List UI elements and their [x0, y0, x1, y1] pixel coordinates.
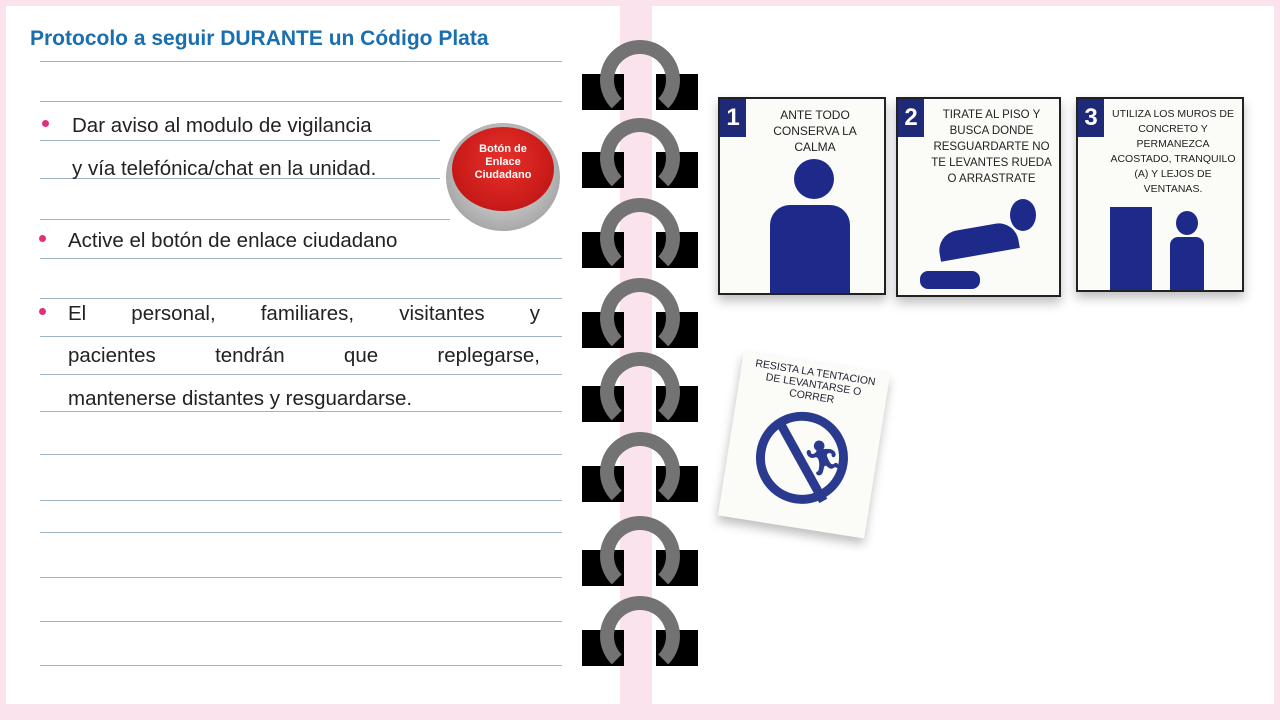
button-label: Botón de Enlace Ciudadano: [452, 127, 554, 211]
no-running-icon: 🏃︎: [749, 405, 855, 511]
ruled-line: [40, 411, 562, 412]
binding-ring: [580, 596, 700, 676]
sheltering-person-body: [1170, 237, 1204, 290]
ring-arc: [600, 118, 680, 198]
bullet-3-line-1: El personal, familiares, visitantes y: [68, 302, 540, 325]
ruled-line: [40, 258, 562, 259]
ruled-line: [40, 532, 562, 533]
ring-arc: [600, 198, 680, 278]
ruled-line: [40, 178, 440, 179]
ruled-line: [40, 500, 562, 501]
bullet-1-line-1: Dar aviso al modulo de vigilancia: [72, 114, 372, 137]
page-title: Protocolo a seguir DURANTE un Código Pla…: [30, 27, 489, 50]
binding-ring: [580, 278, 700, 358]
sheltering-person-head: [1176, 211, 1198, 235]
binding-ring: [580, 352, 700, 432]
sign-number: 1: [720, 99, 746, 137]
bullet-2-line-1: Active el botón de enlace ciudadano: [68, 229, 398, 252]
binding-ring: [580, 432, 700, 512]
ruled-line: [40, 101, 562, 102]
sign-number: 2: [898, 99, 924, 137]
ruled-line: [40, 665, 562, 666]
bullet-icon: [39, 235, 46, 242]
bullet-1-line-2: y vía telefónica/chat en la unidad.: [72, 157, 377, 180]
ruled-line: [40, 298, 562, 299]
crawling-person-legs: [920, 271, 980, 289]
crawling-person-icon: [1010, 199, 1036, 231]
standing-person-body: [770, 205, 850, 293]
ring-arc: [600, 596, 680, 676]
standing-person-icon: [794, 159, 834, 199]
sign-1: 1 ANTE TODO CONSERVA LA CALMA: [718, 97, 886, 295]
ruled-line: [40, 454, 562, 455]
bullet-3-line-3: mantenerse distantes y resguardarse.: [68, 387, 413, 410]
binding-ring: [580, 40, 700, 120]
ring-arc: [600, 40, 680, 120]
ruled-line: [40, 577, 562, 578]
ruled-line: [40, 140, 440, 141]
ruled-line: [40, 374, 562, 375]
sign-number: 3: [1078, 99, 1104, 137]
sign-text: TIRATE AL PISO Y BUSCA DONDE RESGUARDART…: [931, 109, 1052, 185]
ruled-line: [40, 61, 562, 62]
warning-sign: RESISTA LA TENTACION DE LEVANTARSE O COR…: [717, 351, 891, 539]
bullet-3-line-2: pacientes tendrán que replegarse,: [68, 344, 540, 367]
wall-shelter-icon: [1110, 207, 1152, 290]
ruled-line: [40, 336, 562, 337]
ring-arc: [600, 278, 680, 358]
crawling-person-body: [936, 220, 1020, 262]
binding-ring: [580, 198, 700, 278]
notebook-left-page: [6, 6, 620, 704]
ring-arc: [600, 516, 680, 596]
ring-arc: [600, 432, 680, 512]
sign-text: ANTE TODO CONSERVA LA CALMA: [773, 108, 857, 154]
enlace-ciudadano-button-image: Botón de Enlace Ciudadano: [446, 123, 560, 231]
sign-3: 3 UTILIZA LOS MUROS DE CONCRETO Y PERMAN…: [1076, 97, 1244, 292]
binding-ring: [580, 516, 700, 596]
bullet-icon: [42, 120, 49, 127]
sign-text: UTILIZA LOS MUROS DE CONCRETO Y PERMANEZ…: [1110, 108, 1236, 195]
ruled-line: [40, 621, 562, 622]
sign-2: 2 TIRATE AL PISO Y BUSCA DONDE RESGUARDA…: [896, 97, 1061, 297]
binding-ring: [580, 118, 700, 198]
ring-arc: [600, 352, 680, 432]
bullet-icon: [39, 308, 46, 315]
ruled-line: [40, 219, 450, 220]
